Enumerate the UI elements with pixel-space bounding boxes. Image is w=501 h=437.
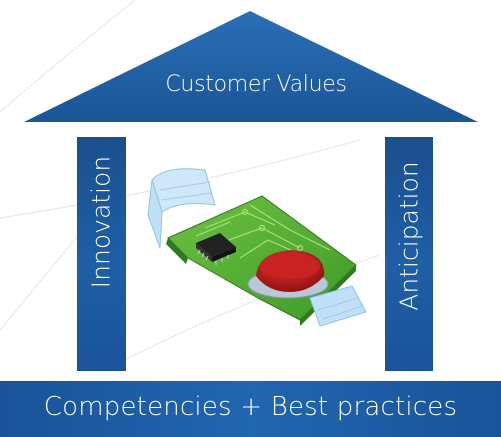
flex-cable-back xyxy=(151,168,216,213)
roof-title: Customer Values xyxy=(165,72,347,97)
flex-cable-left xyxy=(147,179,163,249)
left-pillar-label: Innovation xyxy=(86,155,116,289)
base-bar xyxy=(0,381,501,437)
base-title: Competencies + Best practices xyxy=(43,392,458,422)
right-pillar xyxy=(385,137,433,371)
flex-cable-front xyxy=(309,285,367,327)
left-pillar xyxy=(77,137,126,371)
pcb-traces xyxy=(195,204,331,263)
ic-chip xyxy=(196,233,236,265)
pcb-illustration xyxy=(147,168,367,327)
roof-triangle xyxy=(24,11,478,122)
right-pillar-label: Anticipation xyxy=(394,161,424,311)
